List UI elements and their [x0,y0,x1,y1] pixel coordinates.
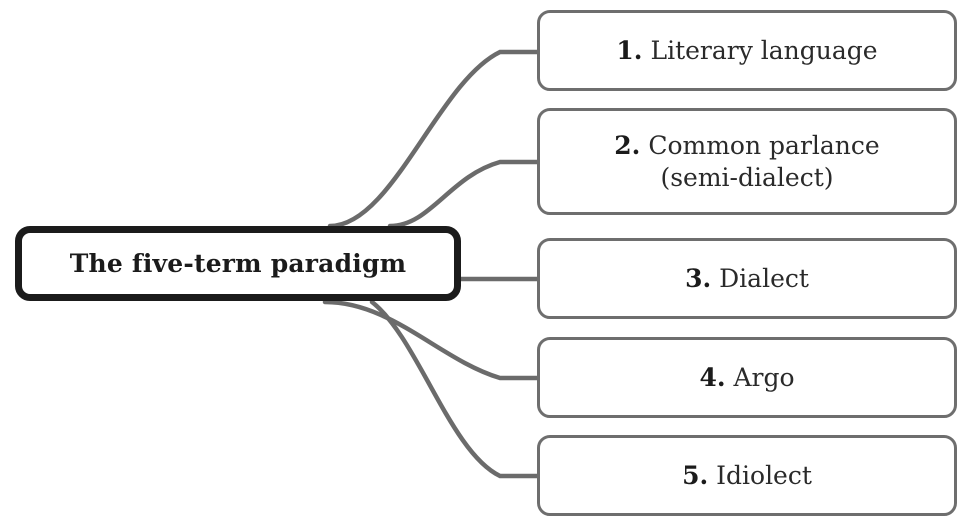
node-1-literary-language[interactable]: 1. Literary language [537,10,957,91]
node-2-number: 2. [614,131,641,160]
connector-to-node-4 [322,299,540,381]
node-4-argo[interactable]: 4. Argo [537,337,957,418]
node-4-line-1: 4. Argo [685,362,808,394]
connector-to-node-1 [327,49,540,229]
root-node-label: The five-term paradigm [69,248,407,278]
node-4-content: 4. Argo [685,362,808,394]
node-1-number: 1. [616,35,643,65]
connector-to-node-5 [369,299,540,479]
node-5-content: 5. Idiolect [668,460,826,492]
node-4-label: Argo [733,362,795,392]
node-5-label: Idiolect [716,460,812,490]
node-2-line-1: 2. Common parlance [600,130,893,162]
node-3-label: Dialect [719,263,809,293]
node-3-number: 3. [685,263,712,293]
node-3-line-1: 3. Dialect [671,263,823,295]
node-2-common-parlance[interactable]: 2. Common parlance (semi-dialect) [537,108,957,215]
node-5-number: 5. [682,460,709,490]
root-node[interactable]: The five-term paradigm [15,226,461,301]
node-5-idiolect[interactable]: 5. Idiolect [537,435,957,516]
node-2-content: 2. Common parlance (semi-dialect) [600,130,893,193]
node-1-label: Literary language [650,35,878,65]
node-4-number: 4. [699,362,726,392]
node-2-line-2: (semi-dialect) [660,162,834,192]
node-2-label: Common parlance [648,131,880,160]
node-3-dialect[interactable]: 3. Dialect [537,238,957,319]
node-1-line-1: 1. Literary language [602,35,891,67]
node-3-content: 3. Dialect [671,263,823,295]
node-5-line-1: 5. Idiolect [668,460,826,492]
connector-to-node-2 [387,159,540,229]
node-1-content: 1. Literary language [602,35,891,67]
